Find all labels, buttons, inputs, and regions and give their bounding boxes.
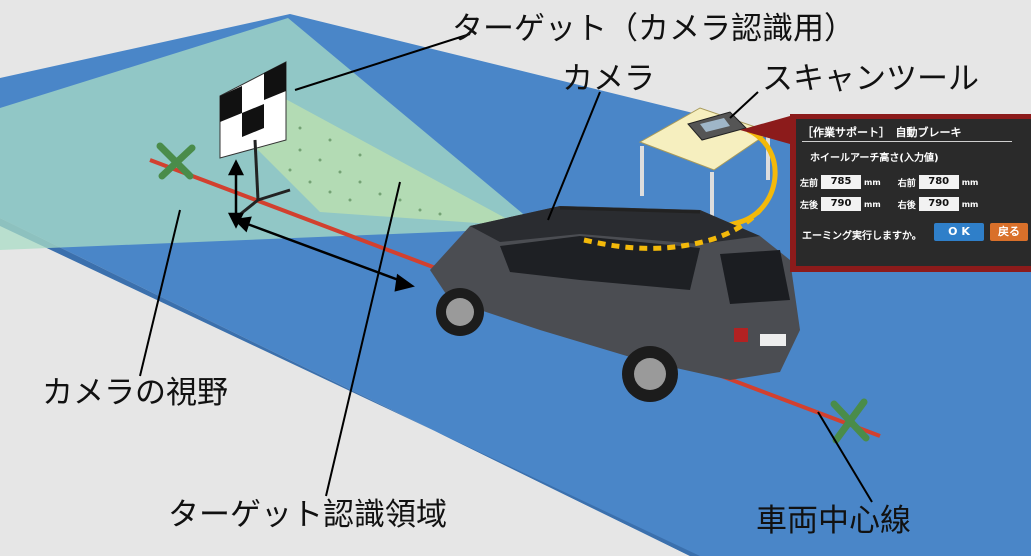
left-rear-unit: mm xyxy=(864,199,881,209)
ok-button[interactable]: O K xyxy=(934,223,984,241)
rear-row: 左後 790 mm 右後 790 mm xyxy=(800,197,992,211)
label-target: ターゲット（カメラ認識用） xyxy=(452,11,855,47)
back-button[interactable]: 戻る xyxy=(990,223,1028,241)
right-rear-label: 右後 xyxy=(897,200,916,211)
distance-arrows xyxy=(227,159,415,292)
screen-title: ［作業サポート］ 自動ブレーキ xyxy=(802,126,962,139)
vehicle xyxy=(430,206,800,402)
recognition-area-dots xyxy=(288,126,442,216)
left-rear-label: 左後 xyxy=(800,200,819,211)
label-scan-tool: スキャンツール xyxy=(762,61,979,97)
front-row: 左前 785 mm 右前 780 mm xyxy=(800,175,992,189)
label-center-line: 車両中心線 xyxy=(756,503,911,539)
left-front-value[interactable]: 785 xyxy=(821,175,862,189)
scan-tool-screen: ［作業サポート］ 自動ブレーキ ホイールアーチ高さ(入力値) 左前 785 mm… xyxy=(790,114,1031,272)
camera-cable-dashed xyxy=(583,208,762,251)
scan-tool-device xyxy=(687,111,747,141)
panel-pointer xyxy=(740,116,790,144)
left-front-unit: mm xyxy=(864,177,881,187)
label-camera-fov: カメラの視野 xyxy=(42,375,228,411)
aiming-question: エーミング実行しますか。 xyxy=(802,231,922,242)
target-board xyxy=(219,61,291,218)
center-marker-rear xyxy=(830,398,870,444)
left-rear-value[interactable]: 790 xyxy=(821,197,862,211)
right-front-value[interactable]: 780 xyxy=(918,175,959,189)
label-target-area: ターゲット認識領域 xyxy=(168,497,447,533)
right-front-unit: mm xyxy=(961,177,979,187)
leader-lines xyxy=(139,33,873,503)
left-front-label: 左前 xyxy=(800,178,819,189)
screen-subtitle: ホイールアーチ高さ(入力値) xyxy=(810,153,939,164)
target-recognition-area xyxy=(248,96,520,226)
right-rear-value[interactable]: 790 xyxy=(918,197,959,211)
screen-divider xyxy=(802,141,1012,142)
label-camera: カメラ xyxy=(562,61,655,97)
right-rear-unit: mm xyxy=(961,199,979,209)
center-marker-front xyxy=(156,142,196,180)
right-front-label: 右前 xyxy=(897,178,916,189)
